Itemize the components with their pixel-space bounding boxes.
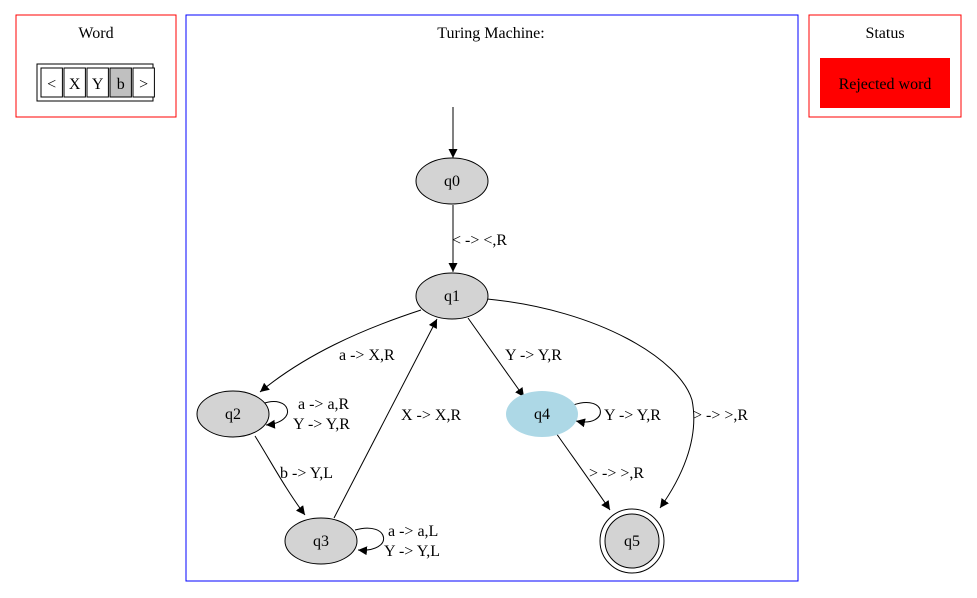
tape-symbol: >	[139, 76, 148, 93]
state-q5-label: q5	[624, 533, 640, 550]
state-q0-label: q0	[444, 173, 460, 190]
edge-q3-q1	[333, 318, 438, 519]
state-q2-label: q2	[225, 406, 241, 423]
edge-q1-q5	[486, 298, 695, 509]
word-panel-title: Word	[78, 25, 113, 42]
edge-q2-q3	[254, 435, 306, 516]
label-q4-loop: Y -> Y,R	[604, 407, 661, 424]
tape-symbol: <	[47, 76, 56, 93]
state-q5-outer-ring	[599, 508, 665, 574]
status-panel-frame	[808, 14, 962, 118]
label-q1-q2: a -> X,R	[339, 347, 395, 364]
label-q2-q3: b -> Y,L	[280, 465, 333, 482]
machine-panel: Turing Machine: < -> <,R a -> X,R Y -> Y…	[185, 14, 799, 582]
status-message-box	[820, 58, 950, 108]
label-q1-q5: > -> >,R	[693, 407, 748, 424]
state-q4: q4	[506, 391, 578, 437]
label-q3-q1: X -> X,R	[401, 407, 461, 424]
tape-symbol: b	[117, 76, 125, 93]
tape-cell	[40, 67, 63, 98]
status-panel-title: Status	[865, 25, 904, 42]
label-q2-loop-2: Y -> Y,R	[293, 416, 350, 433]
status-panel: Status Rejected word	[808, 14, 962, 118]
edge-q2-loop	[261, 401, 288, 429]
tape-symbol: Y	[92, 76, 104, 93]
label-q3-loop-2: Y -> Y,L	[384, 543, 440, 560]
state-q0: q0	[415, 157, 489, 205]
state-q5: q5	[599, 508, 665, 574]
word-panel-frame	[15, 14, 177, 118]
state-q1-label: q1	[444, 288, 460, 305]
state-q3: q3	[284, 517, 358, 565]
machine-panel-frame	[185, 14, 799, 582]
state-q3-shape	[284, 517, 358, 565]
label-q3-loop-1: a -> a,L	[388, 523, 438, 540]
label-q4-q5: > -> >,R	[589, 465, 644, 482]
machine-panel-title: Turing Machine:	[437, 25, 544, 42]
label-q1-q4: Y -> Y,R	[505, 347, 562, 364]
state-q3-label: q3	[313, 533, 329, 550]
state-q4-shape	[506, 391, 578, 437]
state-q4-label: q4	[534, 406, 550, 423]
state-q1-shape	[415, 272, 489, 320]
state-q1: q1	[415, 272, 489, 320]
tape-cell	[86, 67, 109, 98]
tape-symbol: X	[69, 76, 81, 93]
edge-q4-q5	[555, 432, 611, 511]
edge-q4-loop	[572, 402, 601, 428]
edge-q1-q2	[259, 309, 422, 393]
tape-cell	[132, 67, 155, 98]
state-q2-shape	[196, 390, 270, 438]
state-q0-shape	[415, 157, 489, 205]
label-q0-q1: < -> <,R	[452, 232, 507, 249]
tape-cell-head	[109, 67, 132, 98]
label-q2-loop-1: a -> a,R	[298, 396, 350, 413]
tape-cell	[63, 67, 86, 98]
state-q5-shape	[604, 513, 660, 569]
state-q2: q2	[196, 390, 270, 438]
status-message: Rejected word	[839, 76, 932, 93]
edge-q1-q4	[467, 317, 525, 398]
edge-q3-loop	[354, 527, 385, 556]
